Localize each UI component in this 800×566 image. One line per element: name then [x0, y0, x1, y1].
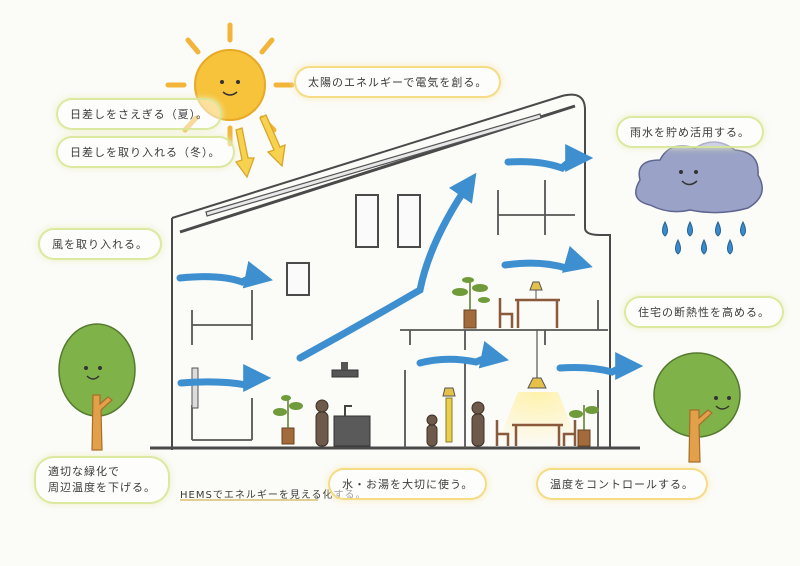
label-greening-line2: 周辺温度を下げる。	[48, 481, 156, 494]
lamp-icon	[442, 387, 456, 443]
label-hems: HEMSでエネルギーを見える化する。	[180, 490, 367, 501]
tree-icon	[58, 323, 136, 451]
solar-panel-icon	[205, 113, 542, 217]
wind-arrows	[176, 144, 644, 393]
sink-counter	[333, 405, 371, 447]
plant-icon	[273, 395, 303, 445]
window	[286, 194, 421, 296]
chair-icon	[495, 298, 577, 446]
label-sun-winter: 日差しを取り入れる（冬）。	[58, 138, 233, 166]
label-rainwater: 雨水を貯め活用する。	[618, 118, 762, 146]
label-wind: 風を取り入れる。	[40, 230, 160, 258]
rain-drops	[662, 220, 746, 255]
cloud-icon	[635, 141, 763, 214]
label-water: 水・お湯を大切に使う。	[330, 470, 486, 498]
plant-icon	[452, 277, 490, 329]
plant-icon	[569, 405, 599, 447]
person-icon	[426, 414, 438, 447]
lamp-icon	[496, 330, 580, 448]
shelf	[191, 367, 199, 409]
tree-icon	[653, 352, 741, 463]
lamp-icon	[529, 281, 543, 300]
label-solar-power: 太陽のエネルギーで電気を創る。	[296, 68, 500, 96]
sunlight-arrow	[234, 114, 286, 179]
house-interior	[191, 180, 608, 448]
person-icon	[315, 399, 329, 447]
label-greening: 適切な緑化で 周辺温度を下げる。	[36, 458, 168, 502]
label-humidity: 温度をコントロールする。	[538, 470, 706, 498]
range-hood	[331, 362, 359, 378]
label-shade-summer: 日差しをさえぎる（夏）。	[58, 100, 221, 128]
label-insulation: 住宅の断熱性を高める。	[626, 298, 782, 326]
person-icon	[471, 401, 485, 447]
label-greening-line1: 適切な緑化で	[48, 465, 120, 478]
table-icon	[512, 298, 563, 446]
